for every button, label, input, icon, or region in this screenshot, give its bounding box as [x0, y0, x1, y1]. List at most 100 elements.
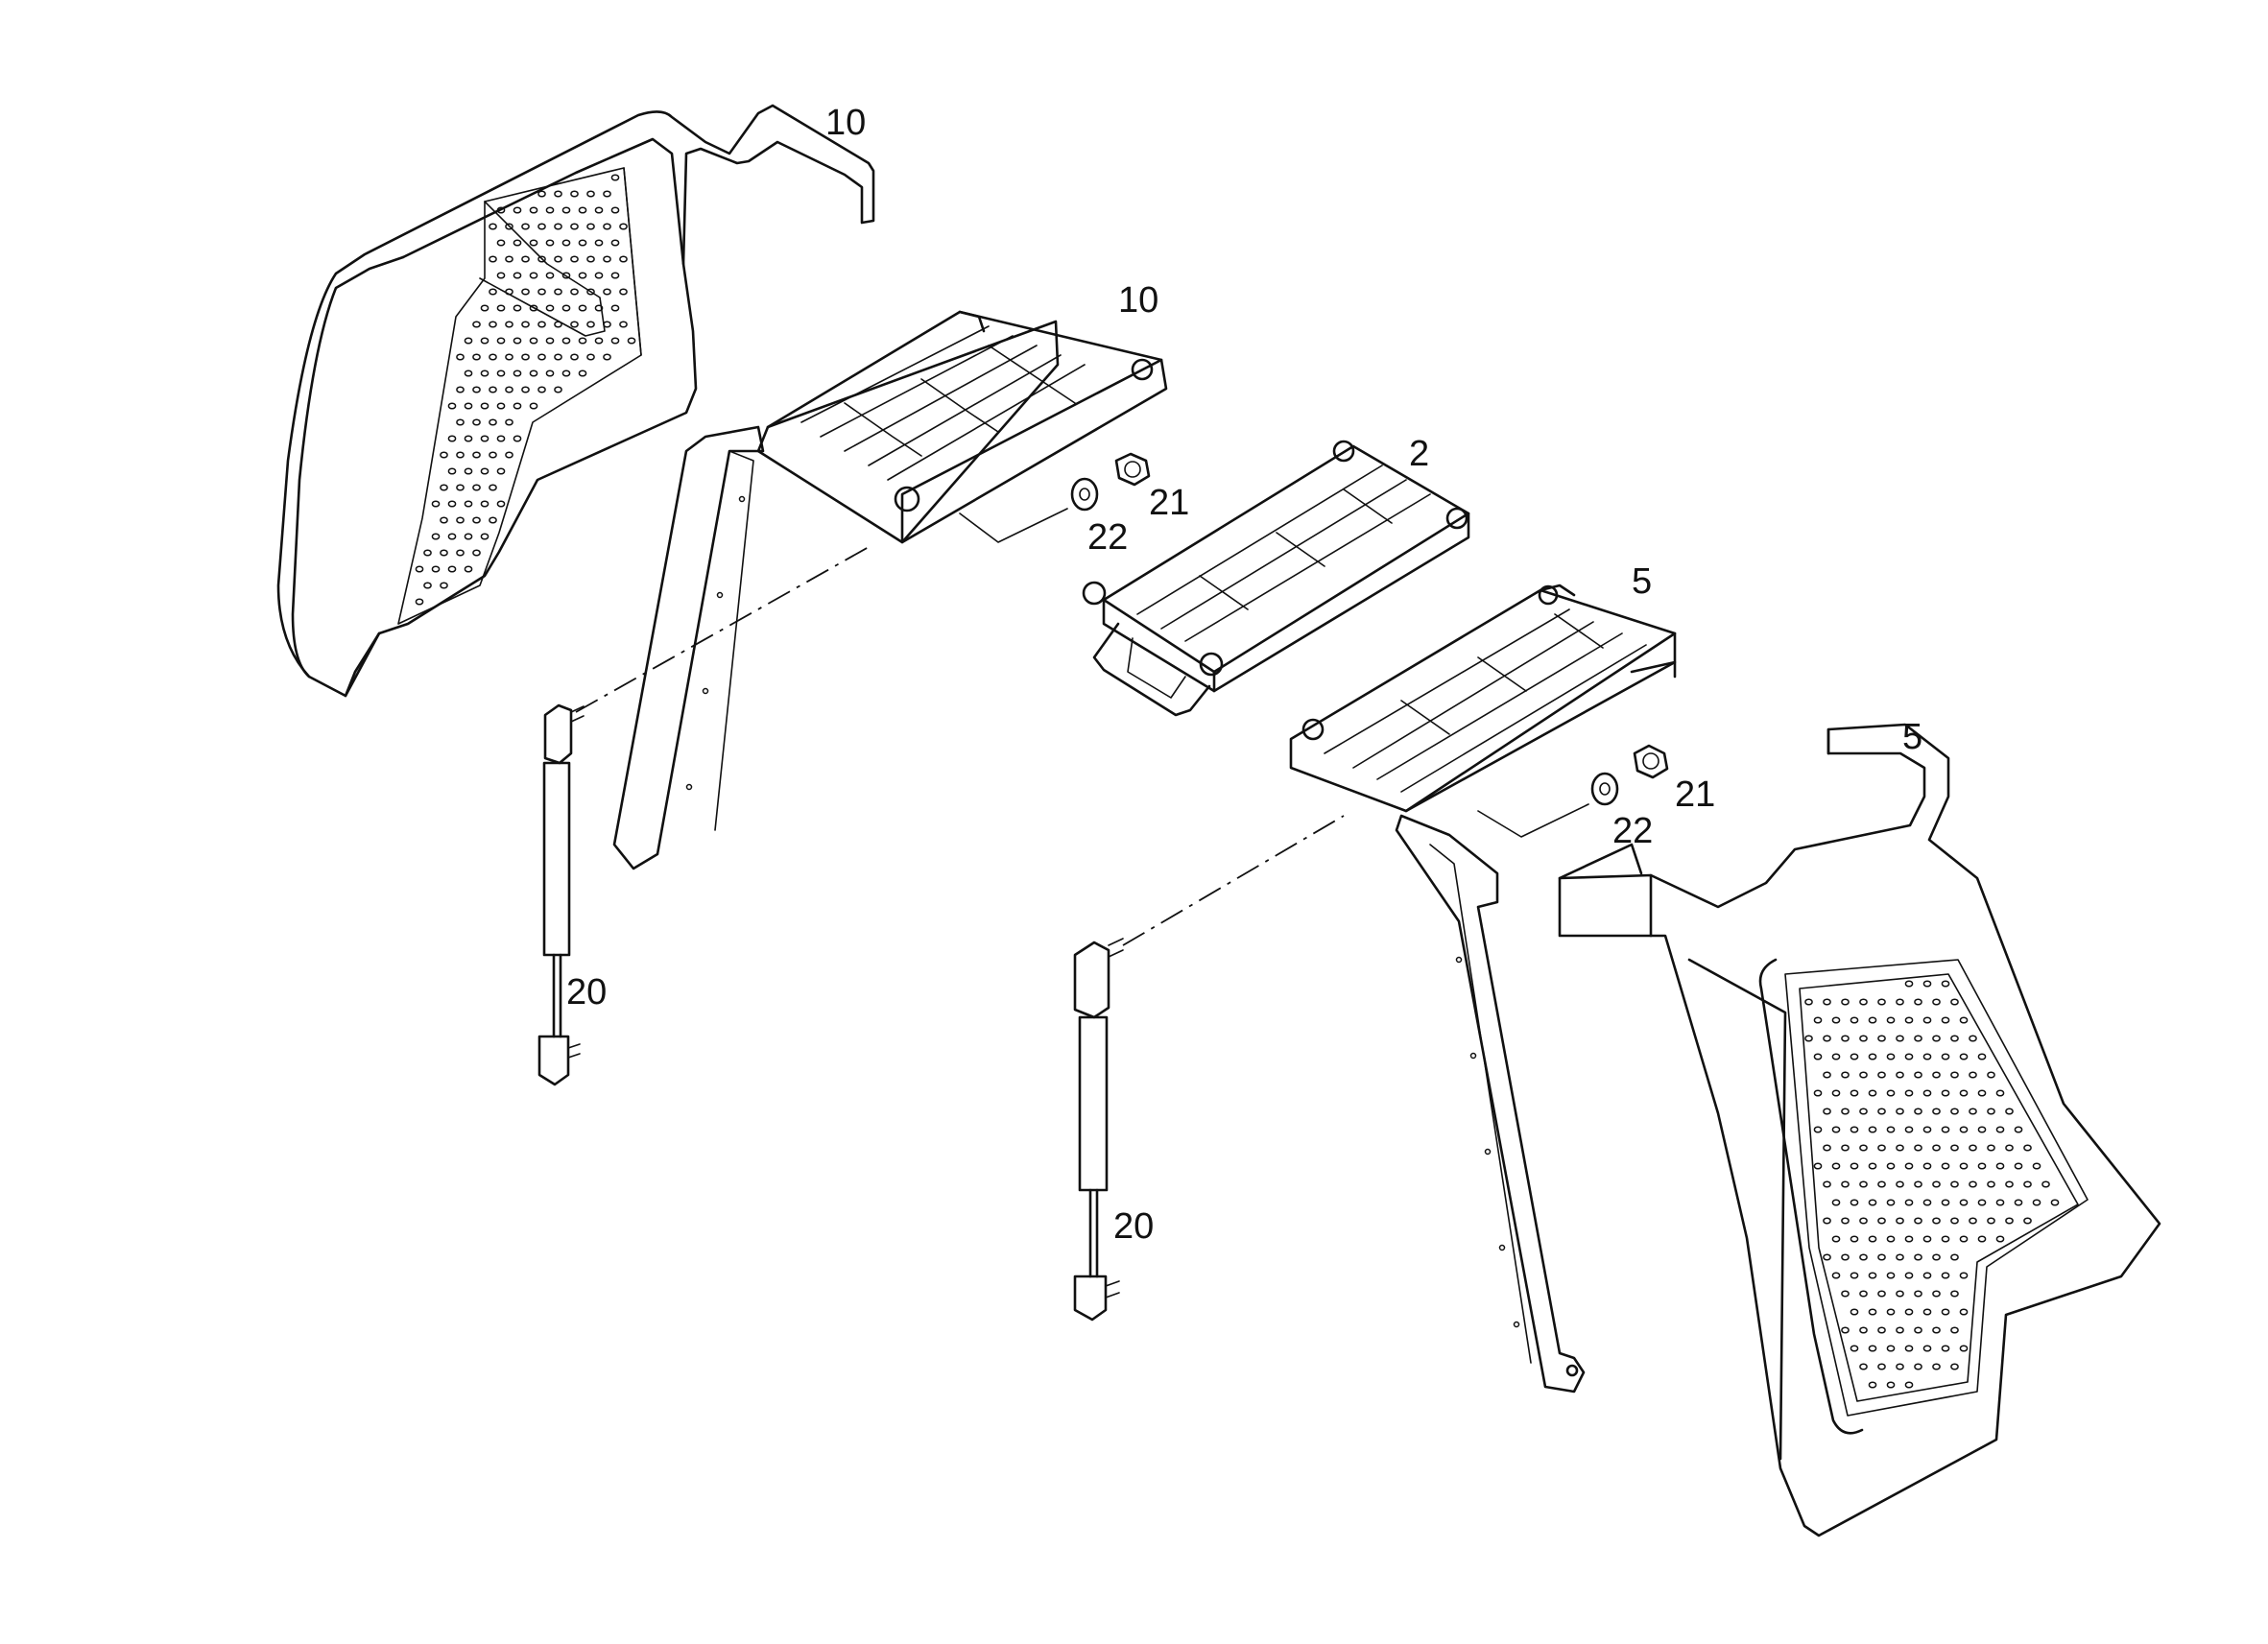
- perforation-hole: [1850, 1308, 1859, 1316]
- perforation-hole: [610, 206, 620, 214]
- perforation-hole: [1850, 1199, 1859, 1206]
- perforation-hole: [505, 255, 513, 263]
- perforation-hole: [1995, 1126, 2005, 1133]
- perforation-hole: [1959, 1272, 1969, 1279]
- perforation-hole: [578, 239, 587, 247]
- perforation-hole: [1941, 980, 1950, 988]
- perforation-hole: [1850, 1016, 1859, 1024]
- perforation-hole: [1859, 1217, 1868, 1225]
- perforation-hole: [480, 337, 489, 345]
- perforation-hole: [2014, 1199, 2023, 1206]
- perforation-hole: [464, 565, 473, 573]
- perforation-hole: [1831, 1126, 1841, 1133]
- perforation-hole: [1922, 1308, 1932, 1316]
- perforation-hole: [423, 582, 432, 589]
- perforation-hole: [1959, 1162, 1969, 1170]
- perforation-hole: [447, 533, 457, 540]
- perforation-hole: [1904, 1199, 1914, 1206]
- perforation-hole: [1841, 1290, 1850, 1298]
- perforation-hole: [1877, 1180, 1886, 1188]
- perforation-hole: [1922, 1162, 1932, 1170]
- perforation-hole: [1969, 1217, 1977, 1225]
- perforation-hole: [1941, 1053, 1950, 1060]
- perforation-hole: [480, 533, 489, 540]
- perforation-hole: [1850, 1089, 1859, 1097]
- perforation-hole: [545, 304, 555, 312]
- perforation-hole: [1941, 1126, 1950, 1133]
- perforation-hole: [1941, 1162, 1950, 1170]
- perforation-hole: [1886, 1272, 1896, 1279]
- callout-washer-left: 22: [1087, 517, 1128, 558]
- perforation-hole: [513, 402, 522, 410]
- perforation-hole: [1932, 1253, 1941, 1261]
- perforation-hole: [1850, 1235, 1859, 1243]
- nut-right: [1633, 744, 1669, 779]
- perforation-hole: [2023, 1144, 2032, 1152]
- perforation-hole: [1932, 1144, 1941, 1152]
- perforation-hole: [1914, 1144, 1922, 1152]
- perforation-hole: [1868, 1162, 1877, 1170]
- perforation-hole: [1950, 1180, 1959, 1188]
- perforation-hole: [505, 288, 513, 296]
- perforation-hole: [570, 190, 579, 198]
- perforation-hole: [472, 418, 481, 426]
- perforation-hole: [1987, 1108, 1995, 1115]
- perforation-hole: [1969, 1144, 1977, 1152]
- perforation-hole: [1859, 1071, 1868, 1079]
- assembly-line-right: [1122, 815, 1345, 946]
- perforation-hole: [619, 223, 628, 230]
- perforation-hole: [1914, 1217, 1922, 1225]
- perforation-hole: [594, 304, 604, 312]
- perforation-hole: [1877, 1071, 1886, 1079]
- perforation-hole: [1932, 1180, 1941, 1188]
- perforation-hole: [537, 321, 546, 328]
- perforation-hole: [1904, 1272, 1914, 1279]
- perforation-hole: [1914, 1071, 1922, 1079]
- perforation-hole: [1932, 1326, 1941, 1334]
- perforation-hole: [619, 288, 628, 296]
- perforation-hole: [529, 239, 538, 247]
- perforation-hole: [1886, 1308, 1896, 1316]
- perforation-hole: [1841, 1253, 1850, 1261]
- perforation-hole: [472, 321, 481, 328]
- perforation-hole: [1959, 1053, 1969, 1060]
- perforation-hole: [489, 418, 497, 426]
- perforation-hole: [1823, 1217, 1831, 1225]
- perforation-hole: [1859, 1180, 1868, 1188]
- perforation-hole: [1904, 1053, 1914, 1060]
- perforation-hole: [489, 321, 497, 328]
- perforation-hole: [415, 598, 424, 606]
- leader-line-right: [1477, 803, 1589, 838]
- perforation-hole: [496, 402, 506, 410]
- perforation-hole: [1886, 1381, 1896, 1389]
- perforation-hole: [1950, 1071, 1959, 1079]
- perforation-hole: [1813, 1016, 1823, 1024]
- perforation-hole: [1932, 1035, 1941, 1042]
- perforation-hole: [545, 337, 555, 345]
- perforation-hole: [464, 467, 473, 475]
- step-right: [1289, 584, 1677, 1394]
- perforation-hole: [1859, 1108, 1868, 1115]
- perforation-hole: [1995, 1235, 2005, 1243]
- perforation-hole: [1886, 1199, 1896, 1206]
- perforation-hole: [554, 288, 562, 296]
- perforation-hole: [1959, 1016, 1969, 1024]
- perforation-hole: [1977, 1126, 1987, 1133]
- perforation-hole: [603, 353, 611, 361]
- perforation-hole: [2023, 1217, 2032, 1225]
- perforation-hole: [489, 353, 497, 361]
- perforation-hole: [489, 451, 497, 459]
- perforation-hole: [1969, 1035, 1977, 1042]
- perforation-hole: [447, 467, 457, 475]
- perforation-hole: [2014, 1126, 2023, 1133]
- perforation-hole: [1877, 1217, 1886, 1225]
- perforation-hole: [1904, 1345, 1914, 1352]
- perforation-hole: [1922, 1016, 1932, 1024]
- perforation-hole: [1896, 1180, 1904, 1188]
- washer-right: [1590, 772, 1619, 806]
- perforation-hole: [456, 516, 465, 524]
- fender-left: [276, 104, 875, 698]
- perforation-hole: [1914, 998, 1922, 1006]
- fender-right: [1558, 723, 2161, 1537]
- perforation-hole: [603, 255, 611, 263]
